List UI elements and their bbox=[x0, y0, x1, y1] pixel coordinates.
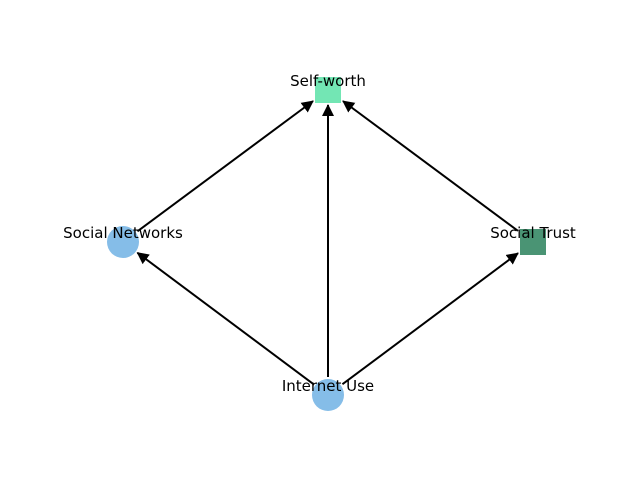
social-trust-label: Social Trust bbox=[490, 224, 576, 242]
social-trust-square bbox=[520, 229, 546, 255]
social-networks-label: Social Networks bbox=[63, 224, 183, 242]
node-internet-use: Internet Use bbox=[282, 377, 374, 411]
edge-social-networks-to-self-worth bbox=[136, 100, 314, 233]
self-worth-square bbox=[315, 77, 341, 103]
internet-use-label: Internet Use bbox=[282, 377, 374, 395]
edge-internet-use-to-social-networks bbox=[136, 251, 315, 386]
node-social-networks: Social Networks bbox=[63, 224, 183, 258]
self-worth-label: Self-worth bbox=[290, 72, 366, 90]
internet-use-circle bbox=[312, 379, 344, 411]
node-self-worth: Self-worth bbox=[290, 72, 366, 103]
edges-layer bbox=[136, 100, 519, 386]
edge-social-trust-to-self-worth bbox=[342, 100, 519, 232]
node-social-trust: Social Trust bbox=[490, 224, 576, 255]
social-networks-circle bbox=[107, 226, 139, 258]
edge-internet-use-to-social-trust bbox=[341, 252, 519, 386]
